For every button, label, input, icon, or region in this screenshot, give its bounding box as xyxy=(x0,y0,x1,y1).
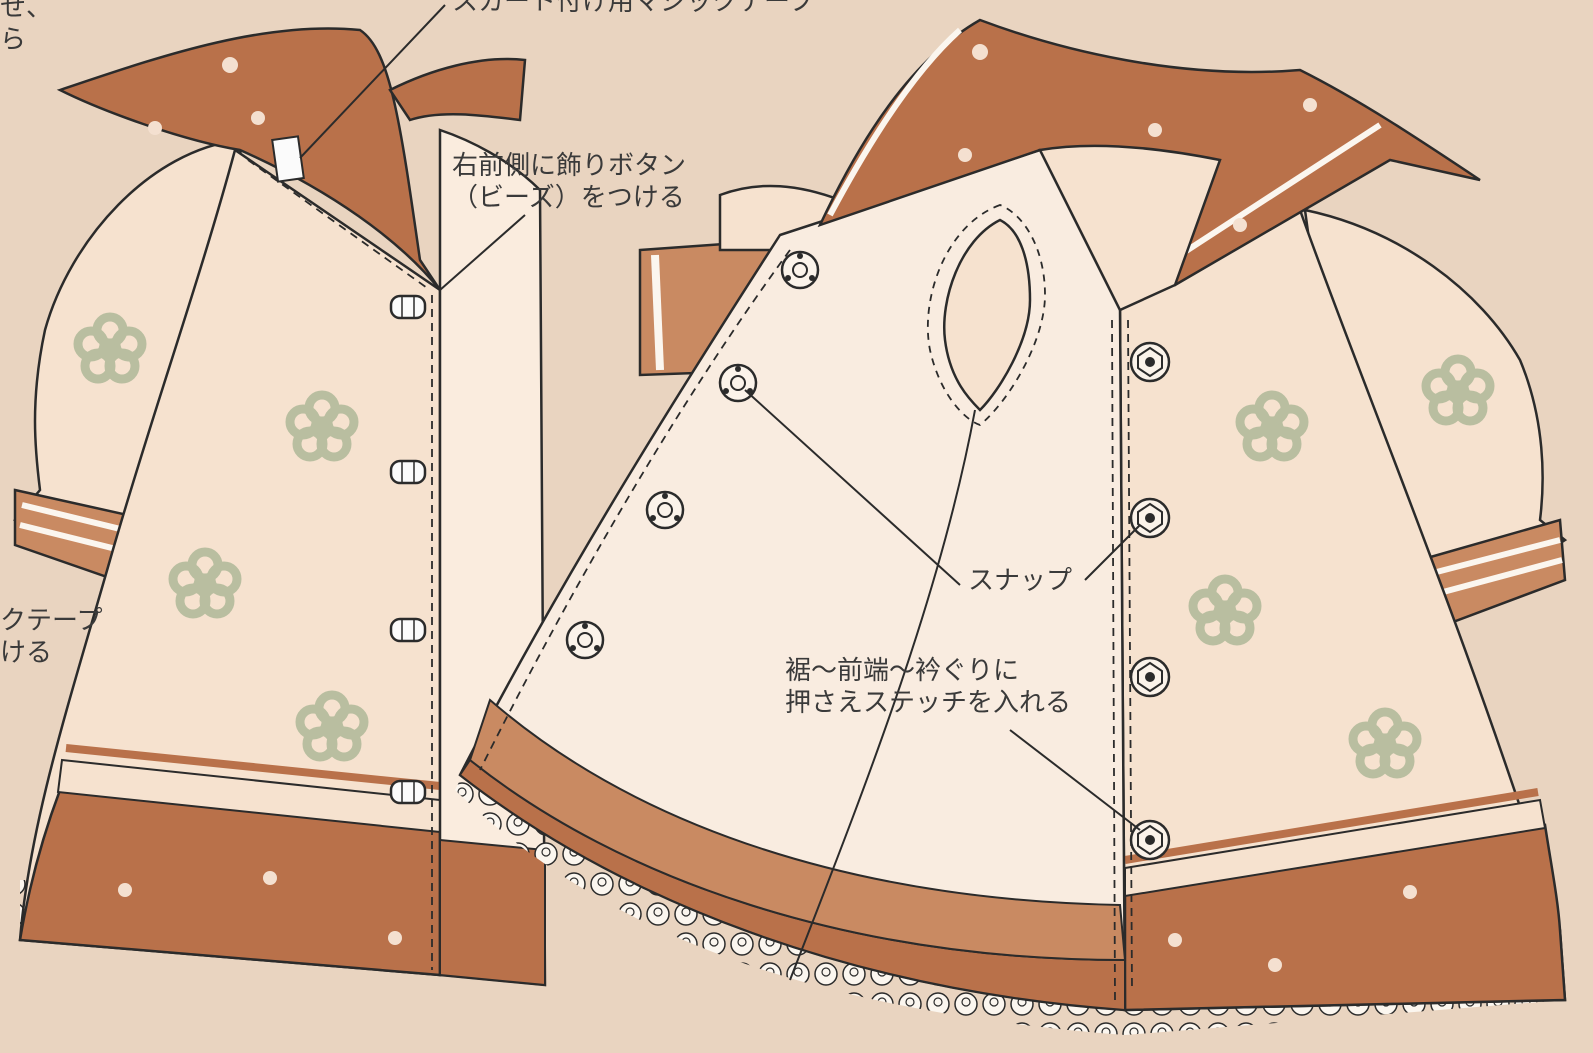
decorative-bead-button-icon xyxy=(389,779,427,805)
snap-icon xyxy=(565,620,605,660)
keyhole-opening xyxy=(943,218,1032,412)
decorative-bead-button-icon xyxy=(389,617,427,643)
decorative-bead-button-icon xyxy=(389,459,427,485)
snap-icon xyxy=(1129,497,1171,539)
snap-icon xyxy=(1129,341,1171,383)
hem-ruffle xyxy=(468,698,1127,962)
left-collar xyxy=(56,27,442,291)
hem-band-left xyxy=(18,788,442,977)
decorative-button-note-line-1: 右前側に飾りボタン xyxy=(452,151,687,181)
magic-tape-label: スカート付け用マジックテープ xyxy=(452,0,815,17)
stitch-note-line-1: 裾〜前端〜衿ぐりに xyxy=(785,656,1020,686)
leader-lines xyxy=(299,4,1141,831)
decorative-button-note: 右前側に飾りボタン （ビーズ）をつける xyxy=(452,150,686,214)
left-fragment-line-2: ける xyxy=(0,638,53,668)
snap-label: スナップ xyxy=(968,566,1073,596)
left-fragment-line-1: クテープ xyxy=(0,606,103,636)
top-left-fragment-line-2: ら xyxy=(0,25,27,55)
inside-view-coat xyxy=(455,18,1568,1035)
stitch-note-line-2: 押さえステッチを入れる xyxy=(785,688,1072,718)
top-left-fragment-line-1: せ、 xyxy=(0,0,53,23)
stitch-note: 裾〜前端〜衿ぐりに 押さえステッチを入れる xyxy=(785,655,1071,719)
left-fragment-label: クテープ ける xyxy=(0,605,102,669)
snap-icon xyxy=(780,250,820,290)
snap-icon xyxy=(1129,656,1171,698)
magic-tape-patch xyxy=(271,135,305,183)
snap-icon xyxy=(645,490,685,530)
decorative-bead-button-icon xyxy=(389,294,427,320)
top-left-fragment-label: せ、 ら xyxy=(0,0,52,56)
decorative-button-note-line-2: （ビーズ）をつける xyxy=(452,183,685,213)
